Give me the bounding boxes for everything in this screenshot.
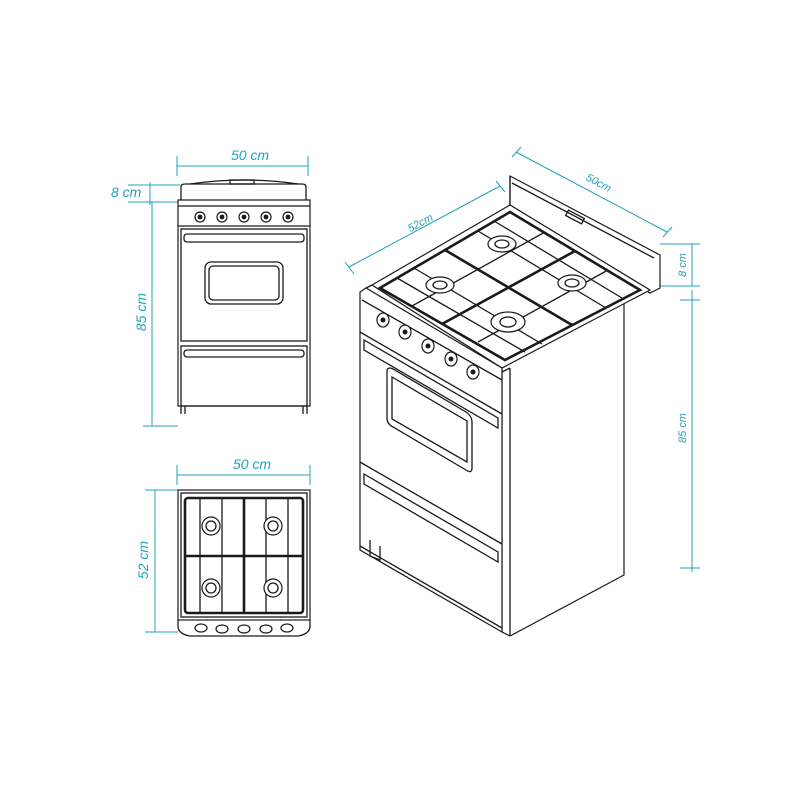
iso-height-label: 85 cm [677,413,689,443]
front-knobs [194,211,294,223]
top-knobs [194,623,294,634]
top-depth-dimension: 52 cm [135,489,178,633]
iso-backguard-dimension: 8 cm [660,243,700,287]
iso-knobs [376,312,480,380]
front-width-label: 50 cm [231,147,269,163]
iso-height-dimension: 85 cm [677,290,700,572]
iso-burners [425,235,587,333]
front-stove [177,179,311,414]
top-view: 50 cm 52 cm [135,456,311,637]
iso-width-label: 50cm [584,172,613,195]
iso-depth-label: 52cm [406,212,435,235]
top-width-label: 50 cm [233,456,271,472]
top-burners [201,516,283,598]
front-height-dimension: 85 cm [133,201,178,427]
front-width-dimension: 50 cm [176,147,309,176]
front-height-label: 85 cm [133,293,149,331]
top-depth-label: 52 cm [135,541,151,579]
front-backguard-label: 8 cm [111,184,142,200]
top-width-dimension: 50 cm [176,456,311,485]
isometric-view: 52cm 50cm 8 cm 85 cm [344,146,700,637]
top-stove [177,489,311,637]
front-view: 50 cm 8 cm 85 cm [111,147,311,427]
iso-stove [359,175,661,637]
iso-backguard-label: 8 cm [677,253,689,277]
